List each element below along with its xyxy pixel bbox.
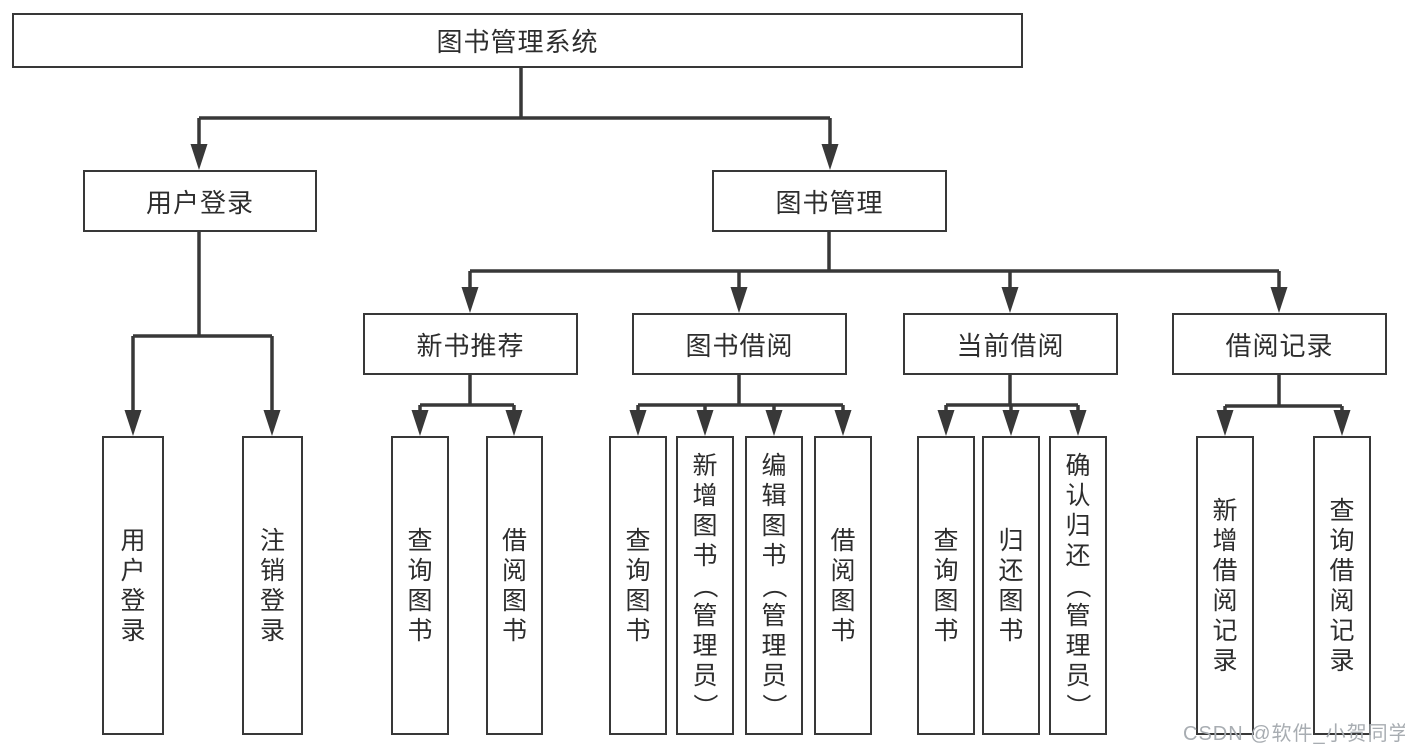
leaf-user-login: 用户登录	[102, 436, 164, 735]
leaf-bb-add-books-admin-label: 新增图书（管理员）	[690, 451, 719, 719]
leaf-cb-query-books: 查询图书	[917, 436, 975, 735]
leaf-bb-add-books-admin: 新增图书（管理员）	[676, 436, 734, 735]
node-book-management-label: 图书管理	[775, 187, 884, 218]
leaf-bb-edit-books-admin-label: 编辑图书（管理员）	[759, 451, 788, 719]
arrowheads	[124, 144, 1351, 436]
leaf-logout-label: 注销登录	[259, 526, 285, 645]
node-book-borrow-label: 图书借阅	[685, 330, 794, 361]
node-user-login: 用户登录	[83, 170, 317, 232]
leaf-cb-confirm-return-admin: 确认归还（管理员）	[1049, 436, 1107, 735]
leaf-bb-query-books-label: 查询图书	[625, 526, 651, 645]
leaf-cb-query-books-label: 查询图书	[933, 526, 959, 645]
node-borrow-record-label: 借阅记录	[1225, 330, 1334, 361]
node-new-book-recommend: 新书推荐	[363, 313, 578, 375]
node-system-root: 图书管理系统	[12, 13, 1023, 68]
leaf-nbr-query-books: 查询图书	[391, 436, 449, 735]
leaf-bb-borrow-books-label: 借阅图书	[830, 526, 856, 645]
leaf-user-login-label: 用户登录	[120, 526, 146, 645]
leaf-bb-query-books: 查询图书	[609, 436, 667, 735]
leaf-br-add-record-label: 新增借阅记录	[1212, 496, 1238, 675]
leaf-cb-return-books-label: 归还图书	[998, 526, 1024, 645]
leaf-bb-borrow-books: 借阅图书	[814, 436, 872, 735]
leaf-br-query-record-label: 查询借阅记录	[1329, 496, 1355, 675]
node-current-borrow-label: 当前借阅	[956, 330, 1065, 361]
leaf-br-add-record: 新增借阅记录	[1196, 436, 1254, 735]
leaf-nbr-borrow-books-label: 借阅图书	[501, 526, 527, 645]
leaf-nbr-query-books-label: 查询图书	[407, 526, 433, 645]
leaf-nbr-borrow-books: 借阅图书	[486, 436, 543, 735]
node-book-management: 图书管理	[712, 170, 947, 232]
node-book-borrow: 图书借阅	[632, 313, 847, 375]
watermark: CSDN @软件_小贺同学	[1183, 723, 1405, 745]
node-new-book-recommend-label: 新书推荐	[416, 330, 525, 361]
leaf-cb-return-books: 归还图书	[982, 436, 1040, 735]
node-borrow-record: 借阅记录	[1172, 313, 1387, 375]
node-user-login-label: 用户登录	[145, 187, 254, 218]
leaf-br-query-record: 查询借阅记录	[1313, 436, 1371, 735]
leaf-logout: 注销登录	[242, 436, 303, 735]
node-current-borrow: 当前借阅	[903, 313, 1118, 375]
leaf-cb-confirm-return-admin-label: 确认归还（管理员）	[1063, 451, 1092, 719]
leaf-bb-edit-books-admin: 编辑图书（管理员）	[745, 436, 803, 735]
node-system-root-label: 图书管理系统	[436, 27, 599, 57]
